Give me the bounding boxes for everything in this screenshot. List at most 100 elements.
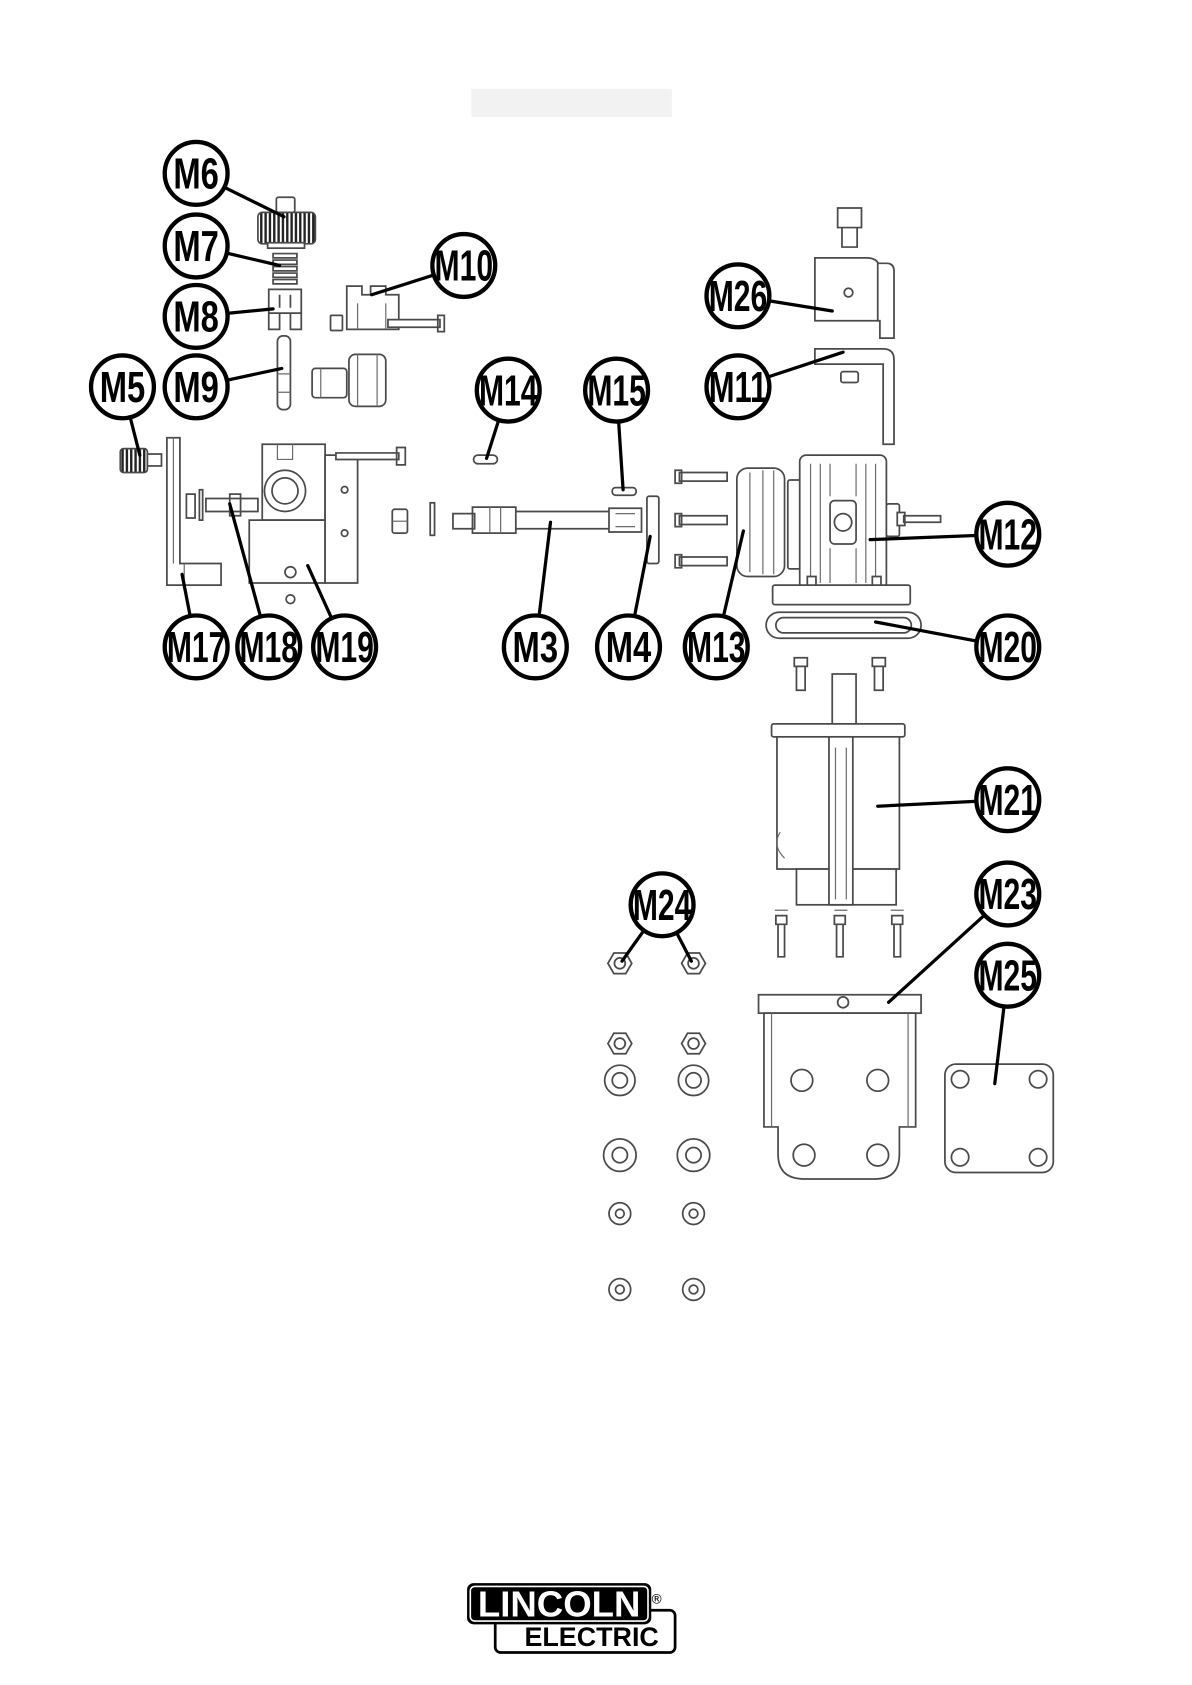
washer-bore bbox=[686, 1148, 701, 1163]
threaded-rod-m9 bbox=[277, 336, 290, 410]
bracket-top-screw-m26 bbox=[838, 208, 862, 247]
callout-label: M15 bbox=[587, 367, 646, 415]
washer-bore bbox=[612, 1148, 627, 1163]
bracket-hole-2 bbox=[867, 1070, 889, 1092]
callout-m21: M21 bbox=[878, 768, 1039, 831]
callout-label: M8 bbox=[173, 294, 219, 342]
registered-mark: ® bbox=[650, 1593, 663, 1608]
callout-label: M17 bbox=[167, 624, 226, 672]
callout-label: M6 bbox=[173, 151, 219, 199]
bracket-hole-3 bbox=[793, 1144, 815, 1166]
callout-label: M25 bbox=[979, 952, 1038, 1000]
callout-m24: M24 bbox=[622, 873, 694, 961]
callout-label: M10 bbox=[435, 243, 494, 291]
header-placeholder-bar bbox=[471, 89, 671, 117]
callout-label: M13 bbox=[687, 624, 746, 672]
callout-label: M9 bbox=[173, 364, 219, 412]
washer-bore bbox=[612, 1073, 627, 1088]
gearbox-base-plate bbox=[773, 585, 911, 605]
gearbox-side-screw bbox=[897, 513, 940, 526]
motor-m21 bbox=[772, 674, 905, 910]
motor-band bbox=[829, 737, 853, 905]
knob-knurled-body bbox=[258, 212, 315, 243]
lincoln-electric-logo: ELECTRIC LINCOLN ® bbox=[467, 1583, 675, 1652]
small-washer-bore bbox=[689, 1209, 698, 1218]
callout-m15: M15 bbox=[585, 359, 648, 490]
plate-m25-hole-4 bbox=[1029, 1149, 1046, 1166]
lock-knob-stub bbox=[147, 454, 161, 466]
adjustment-knob-m6 bbox=[258, 197, 315, 248]
bearing-disc-m4 bbox=[647, 496, 659, 563]
callout-m14: M14 bbox=[477, 359, 540, 459]
gearbox-m12 bbox=[773, 455, 941, 605]
callout-label: M4 bbox=[606, 624, 652, 672]
lock-knob-knurled bbox=[120, 449, 147, 473]
callout-m8: M8 bbox=[165, 285, 273, 348]
bracket-hole-1 bbox=[791, 1070, 813, 1092]
cover-bracket-m26 bbox=[815, 208, 894, 338]
callout-label: M24 bbox=[633, 882, 692, 930]
spacer-small bbox=[312, 368, 347, 397]
bracket-top-screw bbox=[838, 997, 849, 1008]
bracket-m26-flange bbox=[878, 263, 894, 338]
housing-bore-inner bbox=[272, 478, 298, 504]
callout-label: M26 bbox=[709, 273, 768, 321]
nut-and-washer-set-m24 bbox=[604, 953, 710, 1300]
drive-shaft-m3 bbox=[453, 507, 642, 533]
callout-label: M19 bbox=[315, 624, 374, 672]
bracket-hole-4 bbox=[867, 1144, 889, 1166]
shaft-body bbox=[453, 507, 642, 533]
callout-label: M23 bbox=[979, 871, 1038, 919]
plate-m25-hole-2 bbox=[1029, 1071, 1046, 1088]
housing-side-plate bbox=[325, 455, 358, 583]
callout-m9: M9 bbox=[165, 355, 282, 418]
callout-m3: M3 bbox=[504, 522, 567, 678]
bracket-m11-body bbox=[815, 349, 894, 444]
housing-hole bbox=[285, 567, 296, 578]
knob-stub bbox=[276, 197, 294, 212]
bracket-screws bbox=[776, 916, 903, 957]
callout-m6: M6 bbox=[165, 142, 284, 217]
small-washer-bore bbox=[616, 1285, 625, 1294]
callout-m17: M17 bbox=[165, 574, 228, 678]
callout-label: M3 bbox=[513, 624, 559, 672]
mounting-plate-m25 bbox=[945, 1064, 1053, 1172]
motor-bracket-m23 bbox=[759, 995, 922, 1179]
housing-screw bbox=[286, 595, 295, 604]
callout-label: M21 bbox=[979, 777, 1038, 825]
tension-spring-m7 bbox=[273, 254, 297, 284]
plate-m25-hole-3 bbox=[951, 1149, 968, 1166]
spacer-large bbox=[349, 354, 386, 406]
bracket-m26-hole bbox=[844, 288, 853, 297]
bracket-m11-slot bbox=[841, 372, 858, 383]
small-washers bbox=[186, 490, 202, 520]
rod-body bbox=[277, 336, 290, 410]
washer-bore bbox=[686, 1073, 701, 1088]
flange-screws bbox=[675, 470, 727, 568]
roller-spacer bbox=[312, 354, 386, 406]
small-washer-bore bbox=[689, 1285, 698, 1294]
adapter-flange-m13 bbox=[737, 468, 785, 576]
callout-label: M14 bbox=[479, 367, 538, 415]
logo-lincoln-text: LINCOLN bbox=[478, 1585, 641, 1625]
callout-m26: M26 bbox=[707, 264, 833, 327]
callout-label: M20 bbox=[979, 624, 1038, 672]
bracket-nut bbox=[331, 315, 343, 330]
logo-electric-text: ELECTRIC bbox=[524, 1621, 658, 1652]
plate-m25-hole-1 bbox=[951, 1071, 968, 1088]
motor-shaft bbox=[832, 674, 856, 726]
feed-roll-housing-m19 bbox=[249, 444, 405, 603]
bracket-plate bbox=[764, 1013, 916, 1179]
pressure-arm-bracket-m10 bbox=[331, 286, 445, 332]
callout-m13: M13 bbox=[685, 531, 748, 678]
side-hole-top bbox=[341, 487, 348, 494]
callout-label: M5 bbox=[100, 364, 146, 412]
callout-label: M7 bbox=[173, 223, 219, 271]
callout-m5: M5 bbox=[91, 355, 154, 455]
small-washer-bore bbox=[616, 1209, 625, 1218]
callout-m10: M10 bbox=[372, 234, 496, 297]
side-hole-bottom bbox=[341, 530, 348, 537]
callout-label: M12 bbox=[979, 511, 1038, 559]
motor-flange bbox=[772, 724, 905, 737]
